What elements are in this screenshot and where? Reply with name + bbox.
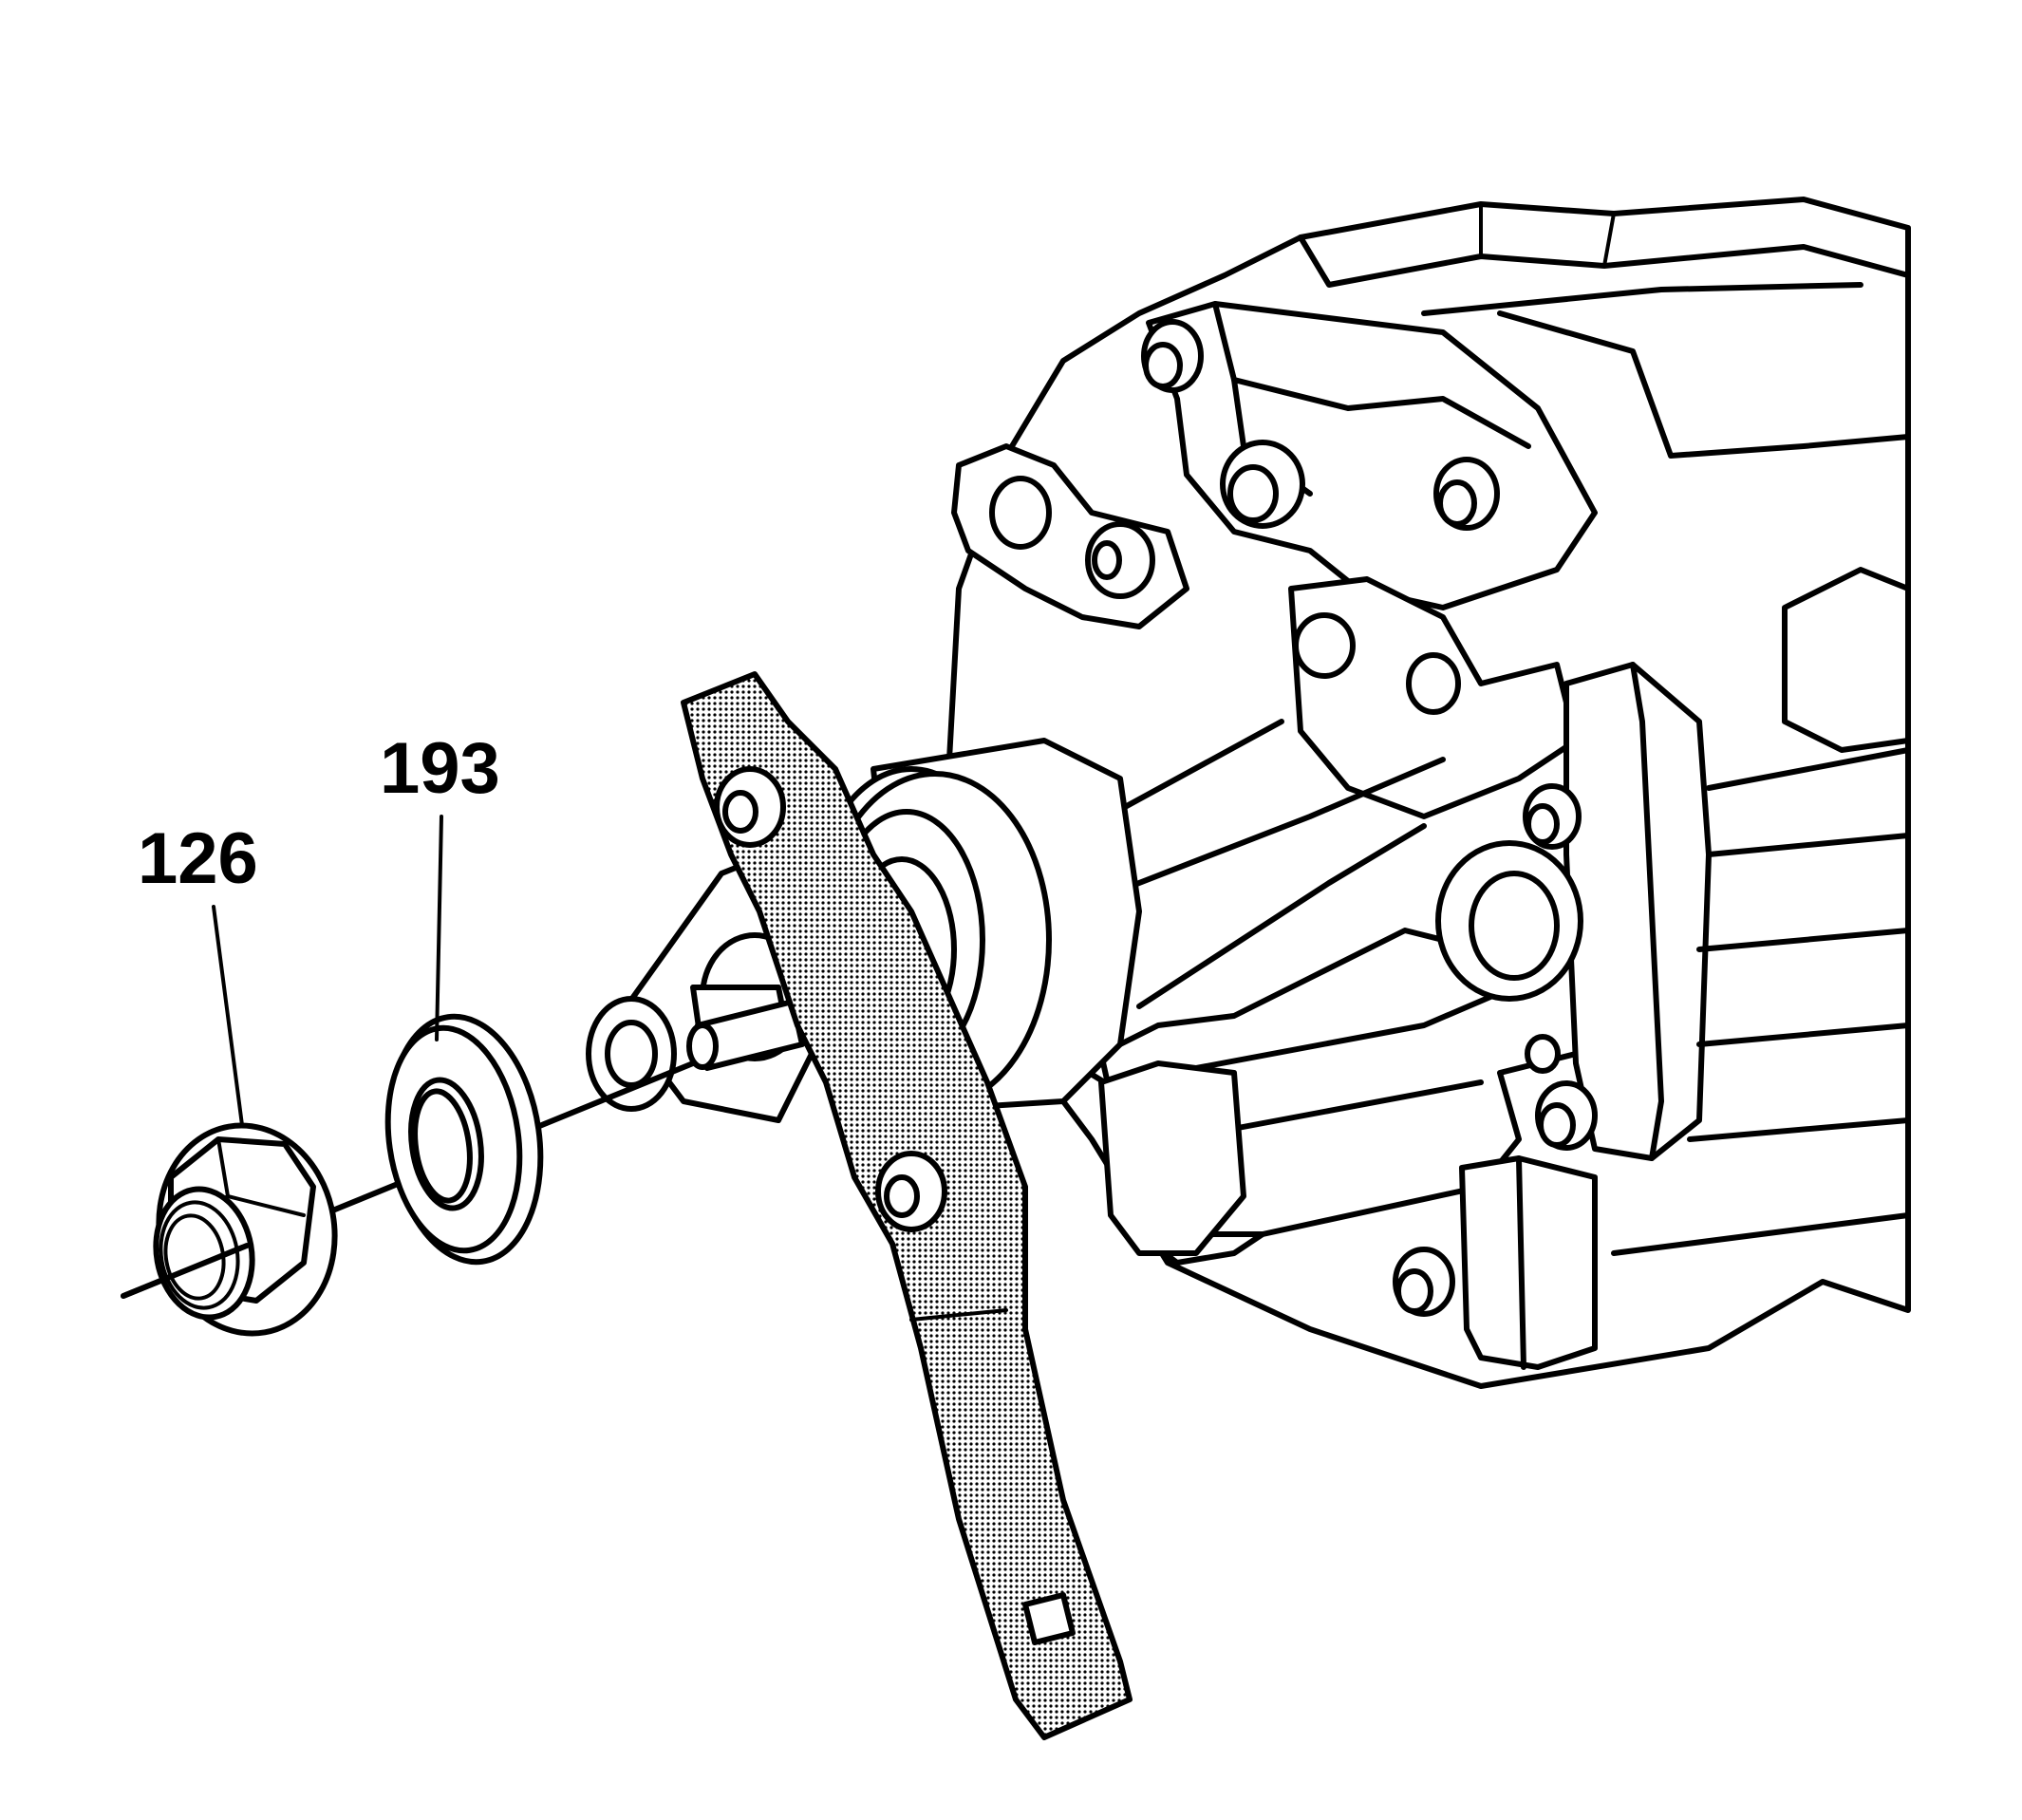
holding-tool — [681, 671, 1133, 1740]
washer — [384, 1013, 544, 1266]
leader-line-193 — [435, 815, 443, 1041]
flange-nut — [121, 1122, 338, 1337]
callout-label-126: 126 — [138, 818, 258, 899]
callout-193: 193 — [380, 728, 500, 1041]
callout-126: 126 — [138, 818, 258, 1127]
transfer-case-housing — [946, 197, 1911, 1389]
leader-line-126 — [212, 905, 244, 1127]
callout-label-193: 193 — [380, 728, 500, 809]
